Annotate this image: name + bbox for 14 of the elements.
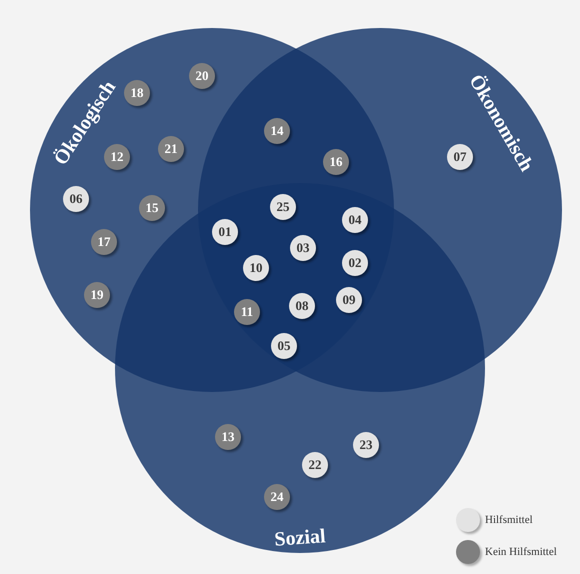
number-badge: 07 [447,144,473,170]
legend-label: Hilfsmittel [485,512,533,528]
number-badge: 24 [264,484,290,510]
circle-label: Sozial [274,526,326,550]
legend-label: Kein Hilfsmittel [485,544,557,560]
number-badge: 23 [353,432,379,458]
number-badge: 22 [302,452,328,478]
number-badge: 19 [84,282,110,308]
number-badge: 17 [91,229,117,255]
number-badge: 18 [124,80,150,106]
number-badge: 20 [189,63,215,89]
number-badge: 21 [158,136,184,162]
number-badge: 13 [215,424,241,450]
number-badge: 06 [63,186,89,212]
